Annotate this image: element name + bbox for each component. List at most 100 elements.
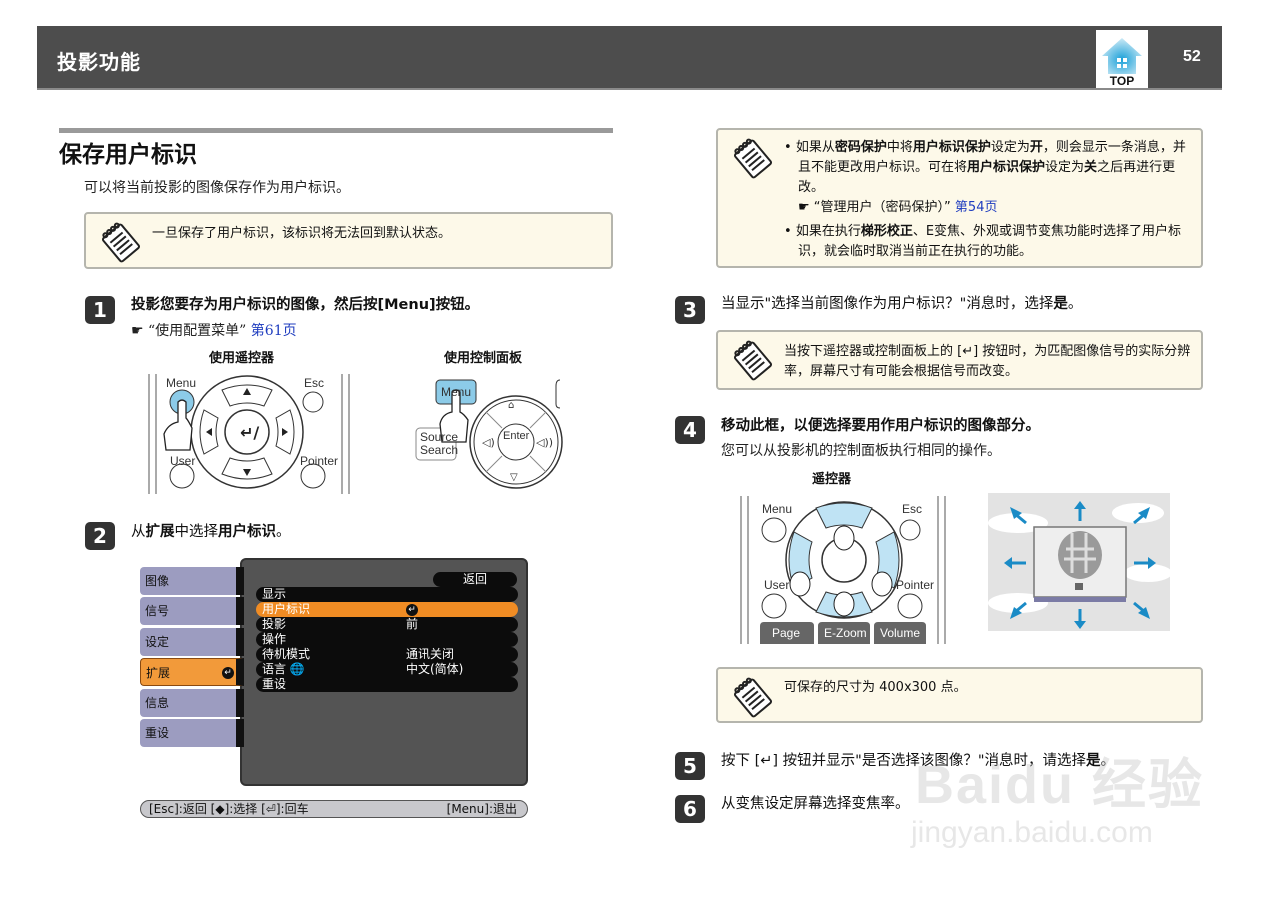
text-part: 中选择 (174, 524, 219, 540)
caption-control-panel: 使用控制面板 (444, 351, 523, 366)
row-label: 投影 (262, 617, 287, 631)
reference-title: “管理用户（密码保护）” (813, 200, 951, 215)
remote-page-button: Page (772, 626, 801, 640)
row-label: 显示 (262, 587, 287, 601)
note-text: 一旦保存了用户标识，该标识将无法回到默认状态。 (152, 226, 452, 241)
remote-menu-label: Menu (762, 502, 793, 516)
step-badge-5: 5 (675, 752, 705, 780)
row-label: 用户标识 (262, 602, 311, 616)
step-badge-2: 2 (85, 522, 115, 550)
notepad-icon (733, 138, 773, 179)
svg-text:▽: ▽ (510, 472, 518, 483)
text-part: 当显示"选择当前图像作为用户标识？"消息时，选择 (721, 296, 1054, 312)
watermark-url: jingyan.baidu.com (911, 816, 1153, 849)
row-value: 中文(简体) (406, 662, 464, 676)
page-link-61[interactable]: 第61页 (250, 323, 297, 339)
term-user-logo-protect: 用户标识保护 (912, 140, 991, 155)
menu-row-user-logo[interactable]: 用户标识 ↵ (256, 602, 518, 617)
step-2-text: 从扩展中选择用户标识。 (131, 520, 291, 541)
menu-tab-reset[interactable]: 重设 (140, 719, 244, 747)
text-part: 。 (1067, 296, 1083, 312)
control-panel-illustration: ⌂ ◁) ◁)) ▽ Menu Source Search Enter (412, 372, 572, 496)
step-3-text: 当显示"选择当前图像作为用户标识？"消息时，选择是。 (721, 292, 1082, 313)
balloon-frame-illustration (988, 493, 1172, 631)
step-badge-1: 1 (85, 296, 115, 324)
remote-esc-label: Esc (304, 376, 325, 390)
top-button[interactable]: TOP (1096, 30, 1148, 88)
step-4-text: 移动此框，以便选择要用作用户标识的图像部分。 (721, 418, 1040, 434)
menu-row-reset[interactable]: 重设 (256, 677, 518, 692)
remote-user-label: User (764, 578, 790, 592)
menu-row-display[interactable]: 显示 (256, 587, 518, 602)
caption-remote: 使用遥控器 (209, 351, 275, 366)
menu-row-standby-mode[interactable]: 待机模式 通讯关闭 (256, 647, 518, 662)
menu-row-operation[interactable]: 操作 (256, 632, 518, 647)
step-badge-6: 6 (675, 795, 705, 823)
menu-term-extended: 扩展 (145, 524, 175, 540)
top-label: TOP (1109, 74, 1135, 88)
notepad-icon (733, 340, 773, 381)
notepad-icon (101, 222, 141, 263)
menu-row-projection[interactable]: 投影 前 (256, 617, 518, 632)
svg-text:↵/: ↵/ (240, 423, 259, 442)
menu-tab-settings[interactable]: 设定 (140, 628, 244, 656)
step-4-subtext: 您可以从投影机的控制面板执行相同的操作。 (721, 443, 1001, 459)
home-icon (1100, 36, 1144, 74)
text-part: 中将 (886, 140, 913, 155)
row-value: 通讯关闭 (406, 647, 455, 661)
menu-back-button[interactable]: 返回 (433, 572, 517, 587)
caption-remote: 遥控器 (812, 472, 852, 487)
note-bullet-1: • 如果从密码保护中将用户标识保护设定为开，则会显示一条消息，并且不能更改用户标… (784, 138, 1194, 198)
text-part: 、E变焦、外观或调节变焦功能时选择了用户标识，就会临时取消当前正在执行的功能。 (798, 224, 1182, 259)
remote-control-illustration: ↵/ Menu Esc User Pointer (146, 372, 352, 496)
step-5-text: 按下 [↵] 按钮并显示"是否选择该图像？"消息时，请选择是。 (721, 749, 1115, 770)
remote-volume-button: Volume (880, 626, 921, 640)
menu-tab-signal[interactable]: 信号 (140, 597, 244, 625)
row-value: 前 (406, 617, 419, 631)
tab-label: 扩展 (146, 666, 171, 680)
term-password-protect: 密码保护 (834, 140, 887, 155)
term-yes: 是 (1053, 296, 1068, 312)
menu-tab-extended[interactable]: 扩展 ↵ (140, 658, 244, 686)
page-link-54[interactable]: 第54页 (954, 200, 998, 215)
footer-right-hint: [Menu]:退出 (446, 802, 517, 816)
note-reference: ☛ “管理用户（密码保护）” 第54页 (798, 198, 997, 218)
bullet: • (784, 224, 796, 239)
remote-menu-label: Menu (166, 376, 197, 390)
text-part: 设定为 (990, 140, 1030, 155)
menu-row-language[interactable]: 语言 🌐 中文(简体) (256, 662, 518, 677)
page-header: 投影功能 TOP 52 (37, 26, 1222, 90)
pointing-hand-icon: ☛ (131, 323, 144, 339)
svg-text:◁)): ◁)) (536, 436, 553, 449)
enter-icon: ↵ (222, 667, 234, 679)
step-1-reference: ☛ “使用配置菜单” 第61页 (131, 320, 297, 340)
bullet: • (784, 140, 796, 155)
menu-tab-image[interactable]: 图像 (140, 567, 244, 595)
note-box-resolution: 当按下遥控器或控制面板上的 [↵] 按钮时，为匹配图像信号的实际分辨率，屏幕尺寸… (716, 330, 1203, 390)
pointing-hand-icon: ☛ (798, 200, 810, 215)
footer-left-hint: [Esc]:返回 [◆]:选择 [⏎]:回车 (149, 802, 309, 816)
remote-pointer-label: Pointer (300, 454, 339, 468)
text-part: 从 (131, 524, 146, 540)
step-badge-3: 3 (675, 296, 705, 324)
note-text: 当按下遥控器或控制面板上的 [↵] 按钮时，为匹配图像信号的实际分辨率，屏幕尺寸… (784, 344, 1191, 379)
svg-text:⌂: ⌂ (508, 400, 514, 411)
menu-tab-info[interactable]: 信息 (140, 689, 244, 717)
text-part: 。 (276, 524, 291, 540)
text-part: 如果在执行 (795, 224, 861, 239)
text-part: ，则会显示一条消息，并且不能更改用户标识。可在将 (798, 140, 1186, 175)
term-off: 关 (1084, 160, 1098, 175)
remote-arrows-illustration: Menu Esc User Pointer Page E-Zoom Volume (738, 494, 950, 644)
balloon-image (988, 501, 1172, 629)
step-1-text: 投影您要存为用户标识的图像，然后按[Menu]按钮。 (131, 297, 480, 313)
remote-esc-label: Esc (902, 502, 923, 516)
menu-term-user-logo: 用户标识 (218, 524, 276, 540)
projector-menu-screenshot: 图像 信号 设定 扩展 ↵ 信息 重设 返回 显示 用户标识 ↵ 投影 前 操作… (140, 558, 530, 820)
row-label: 操作 (262, 632, 287, 646)
baidu-watermark: Baidu 经验 jingyan.baidu.com (905, 720, 1205, 860)
term-keystone: 梯形校正 (860, 224, 913, 239)
text-part: 设定为 (1045, 160, 1085, 175)
enter-icon: ↵ (406, 602, 418, 617)
note-bullet-2: • 如果在执行梯形校正、E变焦、外观或调节变焦功能时选择了用户标识，就会临时取消… (784, 222, 1194, 262)
section-title: 保存用户标识 (59, 142, 197, 168)
